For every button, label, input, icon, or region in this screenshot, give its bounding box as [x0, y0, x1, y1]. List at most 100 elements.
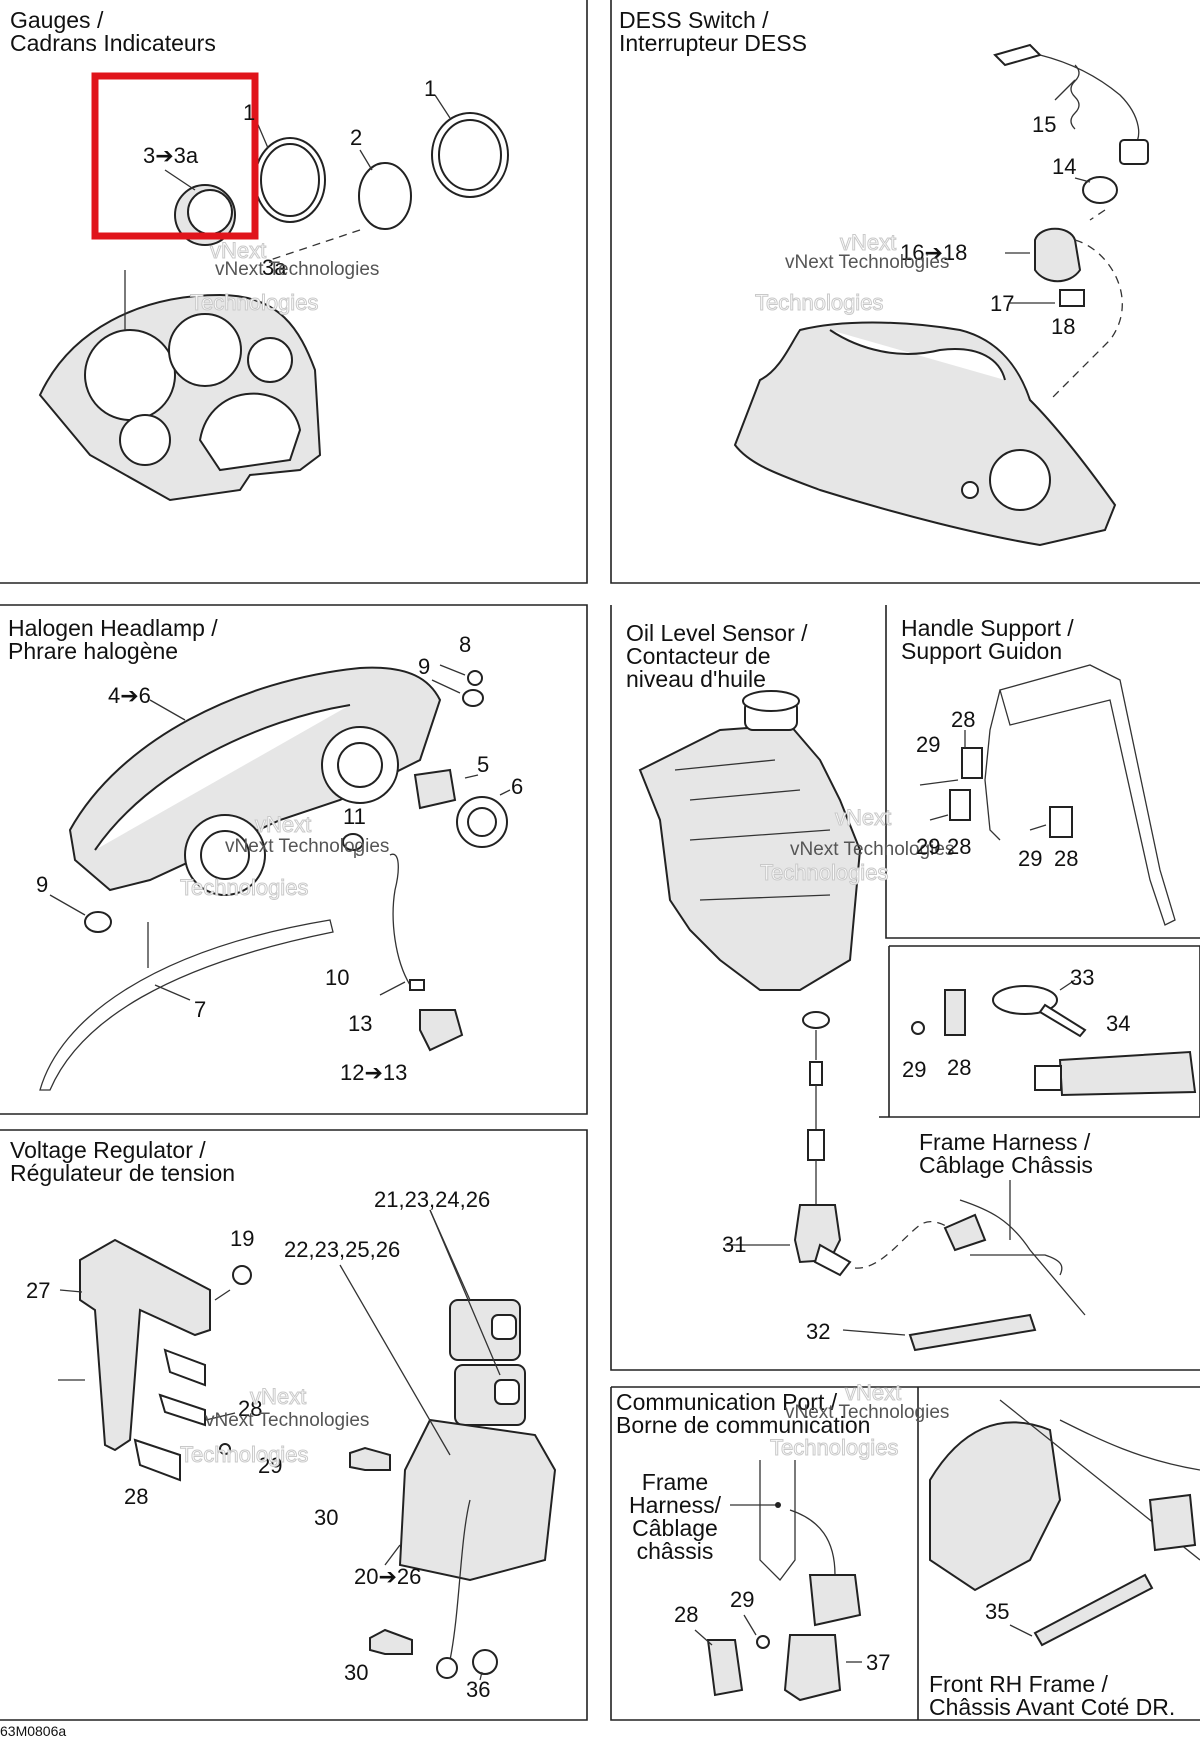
voltage-bolt-30b	[369, 1628, 413, 1655]
label-17: 17	[990, 291, 1014, 316]
label-5: 5	[477, 752, 489, 777]
gauges-title-fr: Cadrans Indicateurs	[10, 30, 216, 56]
comm-screw-29	[756, 1635, 770, 1649]
watermark-dess-1: vNext	[840, 230, 896, 255]
dess-switch-16	[1034, 227, 1082, 283]
watermark-gauges-2: Technologies	[190, 290, 318, 315]
label-7: 7	[194, 997, 206, 1022]
voltage-bracket-27	[79, 1238, 211, 1452]
headlamp-socket-12	[419, 1009, 464, 1052]
comm-title-fr: Borne de communication	[616, 1412, 870, 1438]
comm-frame-harness-stub	[759, 1460, 796, 1581]
watermark-voltage-small: vNext Technologies	[205, 1410, 369, 1431]
diagram-code: 63M0806a	[0, 1723, 66, 1739]
dess-connector-18	[1059, 289, 1085, 307]
voltage-title-fr: Régulateur de tension	[10, 1160, 235, 1186]
dess-coil	[1039, 54, 1140, 151]
comm-inner-3: Câblage	[632, 1515, 718, 1541]
watermark-headlamp-small: vNext Technologies	[225, 836, 389, 857]
label-31: 31	[722, 1232, 746, 1257]
label-30b: 30	[344, 1660, 368, 1685]
dess-title-fr: Interrupteur DESS	[619, 30, 807, 56]
label-1b: 1	[424, 76, 436, 101]
comm-inner-4: châssis	[637, 1538, 714, 1564]
watermark-dess-small: vNext Technologies	[785, 252, 949, 273]
headlamp-grommet-11	[342, 833, 364, 851]
label-handle-29b: 29	[916, 834, 940, 859]
label-kit-33: 33	[1070, 965, 1094, 990]
dess-key-cap	[1119, 139, 1149, 165]
label-16-18: 16➔18	[900, 240, 967, 265]
headlamp-grommet-9b	[84, 911, 112, 933]
watermark-headlamp-2: Technologies	[180, 875, 308, 900]
front-rh-connector	[1148, 1493, 1197, 1552]
watermark-oil-1: vNext	[835, 805, 891, 830]
label-9b: 9	[36, 872, 48, 897]
oil-drawing: 31 32 vNext vNext Technologies Technolog…	[638, 690, 1086, 1352]
dess-drawing: 15 14 16➔18 17 18 vNext vNext Technologi…	[733, 43, 1149, 547]
voltage-ring-terminal	[436, 1657, 458, 1679]
kit-clip-28	[944, 989, 966, 1036]
dess-cover-hole	[989, 449, 1051, 511]
watermark-comm-small: vNext Technologies	[785, 1402, 949, 1423]
voltage-bolt-30a	[349, 1446, 391, 1471]
oil-sleeve-32	[908, 1313, 1037, 1352]
label-36: 36	[466, 1677, 490, 1702]
label-handle-28a: 28	[951, 707, 975, 732]
headlamp-bulb-5	[413, 768, 457, 810]
headlamp-title-fr: Phrare halogène	[8, 638, 178, 664]
handle-support-frame	[999, 664, 1176, 926]
label-kit-29: 29	[902, 1057, 926, 1082]
comm-inner-1: Frame	[642, 1469, 708, 1495]
label-handle-28c: 28	[1054, 846, 1078, 871]
dess-title-en: DESS Switch /	[619, 7, 769, 33]
label-voltage-28a: 28	[238, 1396, 262, 1421]
gauge-hole-mid	[168, 313, 242, 387]
oil-sensor-probe	[807, 1129, 825, 1161]
voltage-washer-36	[472, 1649, 498, 1675]
label-3a: 3a	[262, 255, 287, 280]
front-rh-drawing: 35	[929, 1399, 1200, 1647]
handle-drawing: 28 29 29 28 29 28	[916, 664, 1176, 926]
label-2: 2	[350, 125, 362, 150]
headlamp-nut-8	[467, 670, 483, 686]
handle-clip-28c	[1049, 806, 1073, 838]
label-21-23-24-26: 21,23,24,26	[374, 1187, 490, 1212]
comm-title-en: Communication Port /	[616, 1389, 838, 1415]
frame-harness-connector	[943, 1213, 987, 1252]
watermark-oil-2: Technologies	[760, 860, 888, 885]
watermark-gauges-1: vNext	[210, 238, 266, 263]
front-rh-sleeve-35	[1033, 1573, 1154, 1647]
label-27: 27	[26, 1278, 50, 1303]
label-13: 13	[348, 1011, 372, 1036]
headlamp-drawing: 8 9 4➔6 5 6 11 9 10 7 13 12➔13 vNext vNe…	[36, 632, 523, 1091]
watermark-oil-small: vNext Technologies	[790, 839, 954, 860]
frame-harness-title-en: Frame Harness /	[919, 1129, 1091, 1155]
oil-tank-cap	[742, 690, 800, 712]
label-handle-28b: 28	[947, 834, 971, 859]
comm-clip-28	[706, 1639, 744, 1697]
gauges-drawing: 3➔3a 1 2 1 3a vNext vNext Technologies T…	[38, 72, 509, 502]
label-22-23-25-26: 22,23,25,26	[284, 1237, 400, 1262]
dess-nut-14	[1082, 176, 1118, 204]
label-6: 6	[511, 774, 523, 799]
label-handle-29c: 29	[1018, 846, 1042, 871]
gauge-hole-tach	[198, 392, 302, 472]
label-20-26: 20➔26	[354, 1564, 421, 1589]
label-kit-34: 34	[1106, 1011, 1130, 1036]
label-9a: 9	[418, 654, 430, 679]
headlamp-trim-7	[39, 919, 334, 1091]
label-35: 35	[985, 1599, 1009, 1624]
label-voltage-29: 29	[258, 1453, 282, 1478]
watermark-voltage-2: Technologies	[180, 1442, 308, 1467]
oil-title-3: niveau d'huile	[626, 666, 766, 692]
label-4-6: 4➔6	[108, 683, 151, 708]
label-kit-28: 28	[947, 1055, 971, 1080]
label-11: 11	[343, 804, 366, 829]
label-14: 14	[1052, 154, 1076, 179]
panel-titles: Gauges / Cadrans Indicateurs DESS Switch…	[8, 7, 1175, 1720]
headlamp-title-en: Halogen Headlamp /	[8, 615, 218, 641]
